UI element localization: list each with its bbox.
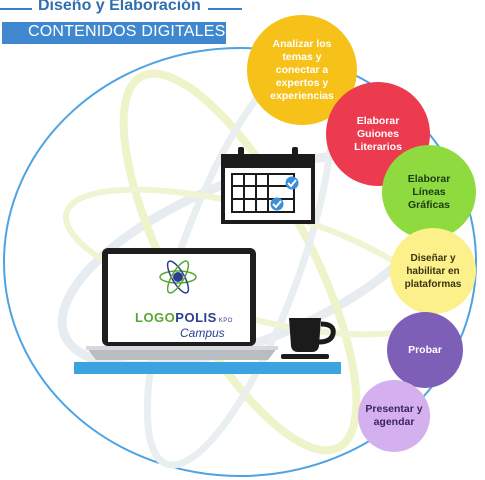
title-text: Diseño y Elaboración: [38, 0, 201, 14]
step-label: Probar: [408, 343, 442, 356]
banner: CONTENIDOS DIGITALES: [2, 22, 226, 44]
step-disenar: Diseñar y habilitar en plataformas: [390, 228, 476, 314]
step-presentar: Presentar y agendar: [358, 380, 430, 452]
step-probar: Probar: [387, 312, 463, 388]
coffee-cup-icon: [281, 318, 336, 359]
brand-blue: POLIS: [175, 310, 217, 325]
brand-subtitle: Campus: [180, 326, 225, 340]
step-label: Analizar los temas y conectar a expertos…: [270, 37, 334, 102]
step-analizar: Analizar los temas y conectar a expertos…: [247, 15, 357, 125]
calendar-icon: [221, 147, 315, 224]
title-rule-right: [208, 8, 242, 10]
desk-shelf: [74, 362, 341, 374]
step-label: Elaborar Guiones Literarios: [354, 114, 402, 153]
banner-text: CONTENIDOS DIGITALES: [28, 23, 226, 40]
step-label: Presentar y agendar: [365, 403, 423, 428]
page-title: Diseño y Elaboración: [0, 0, 250, 18]
brand-small: KPO: [218, 318, 233, 324]
step-label: Diseñar y habilitar en plataformas: [404, 252, 462, 290]
step-lineas-graficas: Elaborar Líneas Gráficas: [382, 145, 476, 239]
atom-logo-icon: [159, 260, 197, 294]
step-label: Elaborar Líneas Gráficas: [407, 172, 451, 211]
title-rule-left: [0, 8, 32, 10]
brand-green: LOGO: [135, 310, 176, 325]
